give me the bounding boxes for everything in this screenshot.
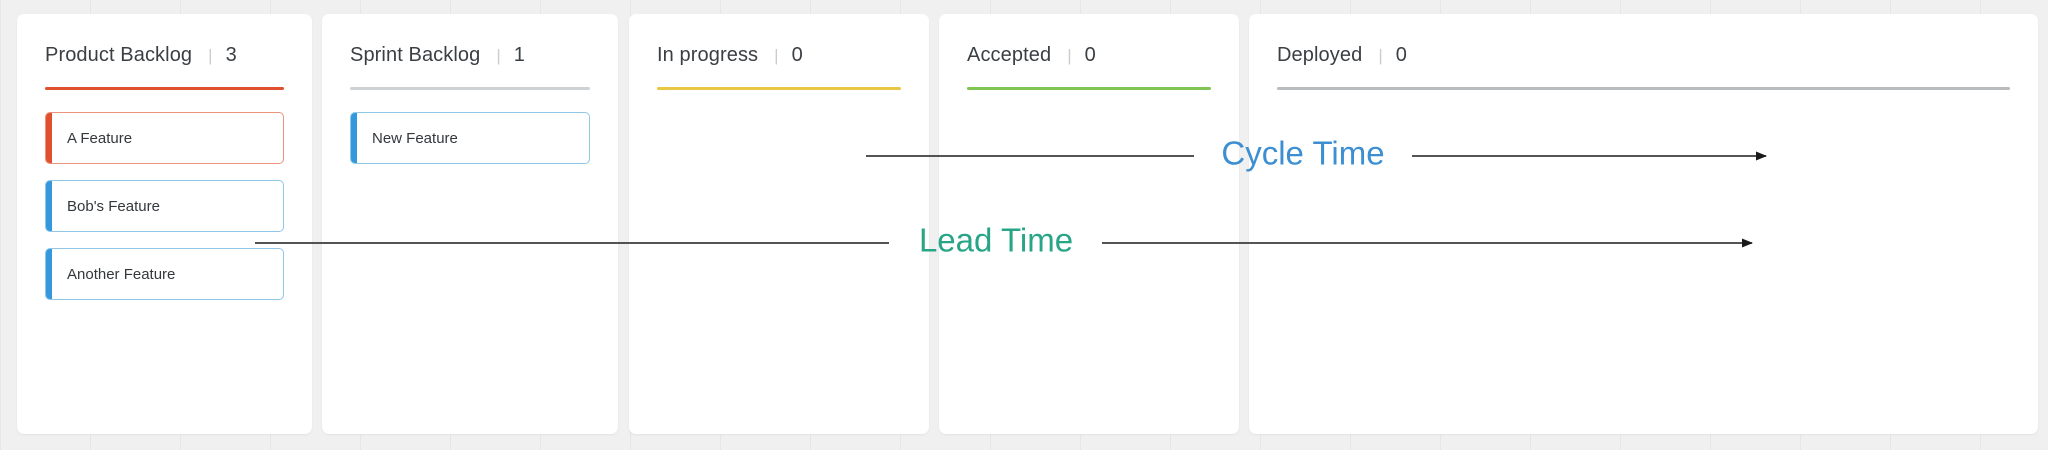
card-list-deployed (1249, 90, 2038, 112)
column-count: 3 (225, 44, 237, 66)
card-accent-bar (351, 113, 357, 163)
card-list-accepted (939, 90, 1239, 112)
column-rule-product-backlog (45, 87, 284, 90)
card-title: Another Feature (67, 265, 176, 283)
column-count: 0 (1084, 44, 1096, 66)
column-separator: | (1378, 46, 1383, 65)
column-header-in-progress: In progress | 0 (629, 14, 929, 67)
column-header-deployed: Deployed | 0 (1249, 14, 2038, 67)
column-count: 0 (1395, 44, 1407, 66)
column-title: Product Backlog (45, 44, 193, 66)
column-separator: | (774, 46, 779, 65)
column-count: 0 (791, 44, 803, 66)
column-title: In progress (657, 44, 759, 66)
column-separator: | (496, 46, 501, 65)
column-title: Sprint Backlog (350, 44, 481, 66)
column-header-accepted: Accepted | 0 (939, 14, 1239, 67)
column-separator: | (208, 46, 213, 65)
card-title: New Feature (372, 129, 458, 147)
card-title: A Feature (67, 129, 133, 147)
card[interactable]: A Feature (45, 112, 284, 164)
column-count: 1 (513, 44, 525, 66)
column-rule-in-progress (657, 87, 901, 90)
column-rule-sprint-backlog (350, 87, 590, 90)
card[interactable]: Another Feature (45, 248, 284, 300)
column-header-sprint-backlog: Sprint Backlog | 1 (322, 14, 618, 67)
column-accepted[interactable]: Accepted | 0 (939, 14, 1239, 434)
column-title: Deployed (1277, 44, 1363, 66)
card-list-in-progress (629, 90, 929, 112)
column-in-progress[interactable]: In progress | 0 (629, 14, 929, 434)
card-accent-bar (46, 113, 52, 163)
column-rule-accepted (967, 87, 1211, 90)
card-accent-bar (46, 249, 52, 299)
card-accent-bar (46, 181, 52, 231)
column-header-product-backlog: Product Backlog | 3 (17, 14, 312, 67)
column-title: Accepted (967, 44, 1052, 66)
column-deployed[interactable]: Deployed | 0 (1249, 14, 2038, 434)
card[interactable]: New Feature (350, 112, 590, 164)
card[interactable]: Bob's Feature (45, 180, 284, 232)
column-separator: | (1067, 46, 1072, 65)
column-rule-deployed (1277, 87, 2010, 90)
card-title: Bob's Feature (67, 197, 160, 215)
card-list-sprint-backlog: New Feature (322, 90, 618, 164)
